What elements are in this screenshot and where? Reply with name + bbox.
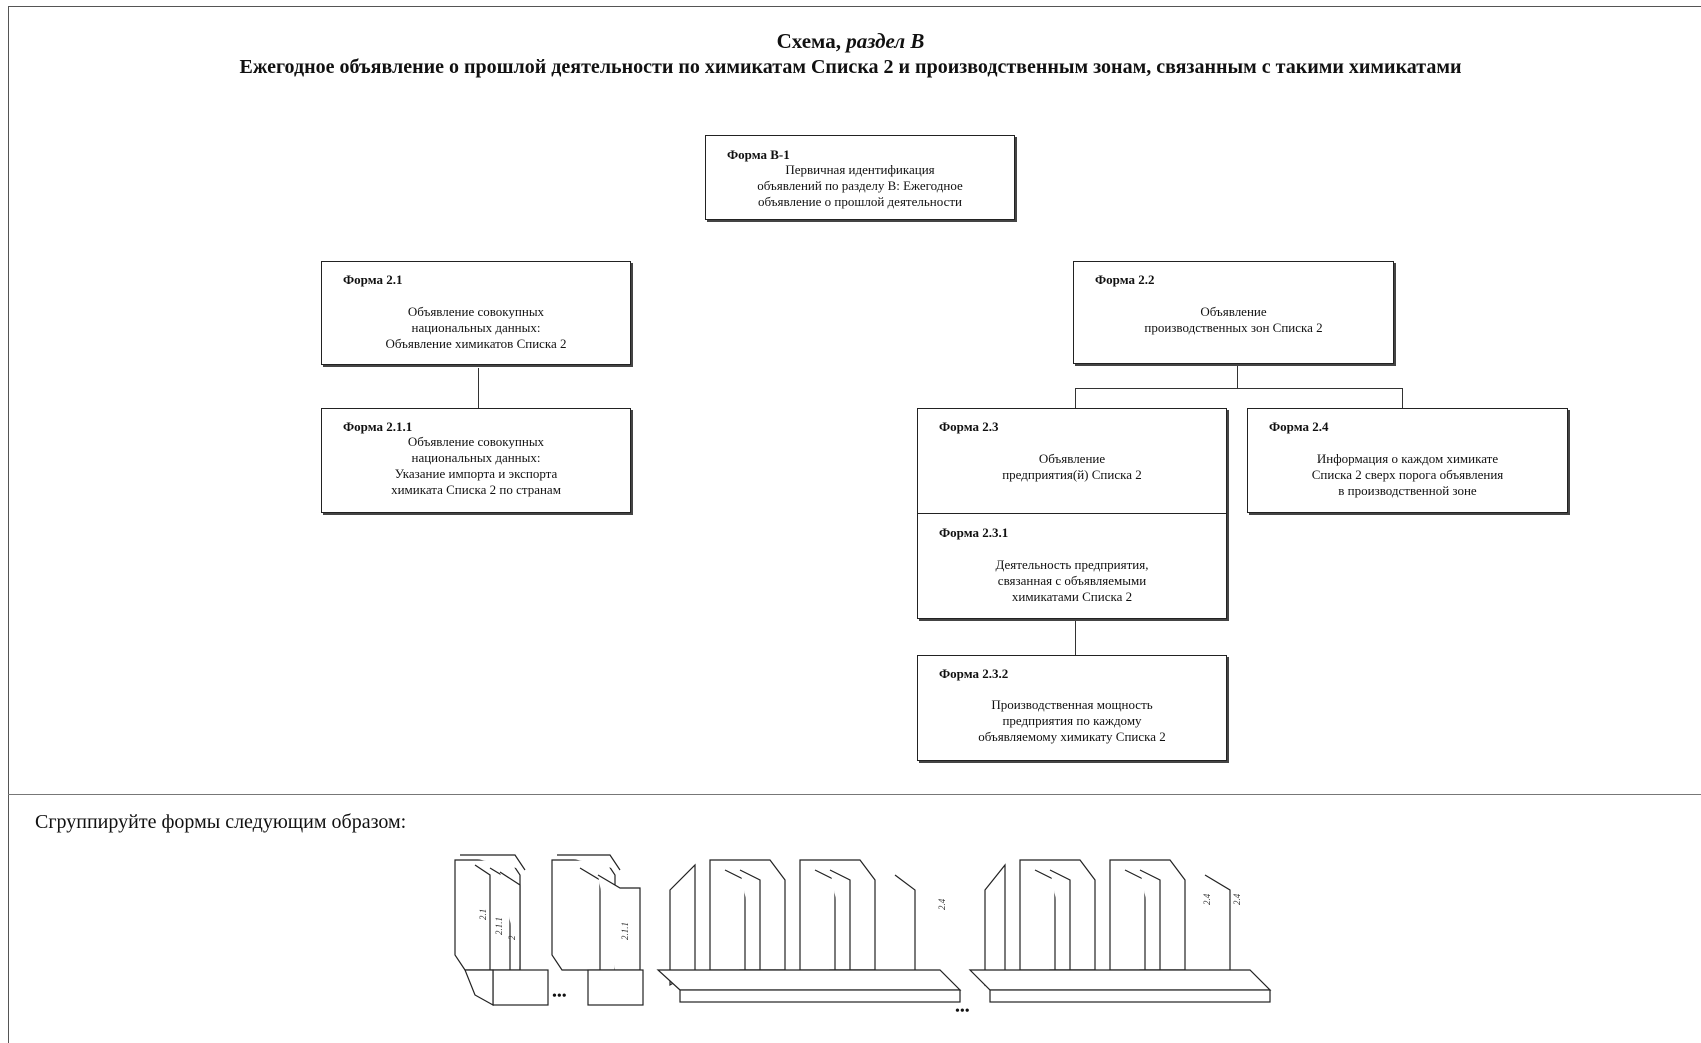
- connector-2-2-down: [1237, 366, 1238, 388]
- connector-2-2-branch: [1075, 388, 1403, 389]
- form-2-3-box: Форма 2.3 Объявление предприятия(й) Спис…: [917, 408, 1227, 514]
- form-id: Форма B-1: [727, 147, 790, 162]
- title-line-2: Ежегодное объявление о прошлой деятельно…: [239, 56, 1462, 78]
- form-b-1-box: Форма B-1 Первичная идентификация объявл…: [705, 135, 1015, 220]
- form-id: Форма 2.4: [1269, 419, 1329, 434]
- page-frame: [8, 6, 1701, 1043]
- folder-label: 2.4: [1202, 893, 1212, 905]
- connector-2-1-to-2-1-1: [478, 368, 479, 408]
- form-2-1-box: Форма 2.1 Объявление совокупных национал…: [321, 261, 631, 365]
- form-id: Форма 2.2: [1095, 272, 1155, 287]
- form-id: Форма 2.1: [343, 272, 403, 287]
- form-description: Информация о каждом химикате Списка 2 св…: [1311, 451, 1504, 498]
- form-description: Объявление совокупных национальных данны…: [385, 304, 567, 351]
- form-id: Форма 2.3: [939, 419, 999, 434]
- form-id: Форма 2.3.2: [939, 666, 1009, 681]
- form-description: Объявление совокупных национальных данны…: [391, 434, 561, 497]
- grouping-caption: Сгруппируйте формы следующим образом:: [35, 811, 407, 833]
- folder-label: 2.1: [478, 909, 488, 920]
- form-2-1-1-box: Форма 2.1.1 Объявление совокупных национ…: [321, 408, 631, 513]
- form-description: Объявление предприятия(й) Списка 2: [1002, 451, 1142, 482]
- connector-to-2-4: [1402, 388, 1403, 408]
- form-2-3-2-box: Форма 2.3.2 Производственная мощность пр…: [917, 655, 1227, 761]
- form-id: Форма 2.3.1: [939, 525, 1009, 540]
- form-2-4-box: Форма 2.4 Информация о каждом химикате С…: [1247, 408, 1568, 513]
- title-prefix: Схема,: [776, 29, 841, 53]
- folder-box-2: 2.1.1: [551, 854, 644, 1006]
- ellipsis: •••: [955, 1004, 970, 1019]
- folder-tray-1: 2.4: [656, 859, 962, 1003]
- form-description: Производственная мощность предприятия по…: [978, 697, 1166, 744]
- folder-grouping-illustration: 2.1 2.1.1 2 ••• 2.1.1 2.4 •••: [454, 854, 1272, 1019]
- folder-tray-2: 2.4 2.4: [968, 859, 1272, 1003]
- title-section: раздел B: [846, 29, 925, 53]
- ellipsis: •••: [552, 989, 567, 1004]
- folder-box-1: 2.1 2.1.1 2: [454, 854, 549, 1007]
- connector-2-3-1-to-2-3-2: [1075, 619, 1076, 655]
- diagram-title: Схема, раздел B Ежегодное объявление о п…: [0, 28, 1701, 80]
- title-line-1: Схема, раздел B: [0, 28, 1701, 54]
- form-description: Деятельность предприятия, связанная с об…: [995, 557, 1149, 604]
- form-2-3-1-box: Форма 2.3.1 Деятельность предприятия, св…: [917, 513, 1227, 619]
- folder-label: 2.1.1: [620, 922, 630, 940]
- folder-label: 2: [507, 935, 517, 940]
- folder-label: 2.4: [937, 898, 947, 910]
- form-2-2-box: Форма 2.2 Объявление производственных зо…: [1073, 261, 1394, 364]
- connector-to-2-3: [1075, 388, 1076, 408]
- form-description: Объявление производственных зон Списка 2: [1144, 304, 1323, 335]
- form-id: Форма 2.1.1: [343, 419, 413, 434]
- section-divider: [8, 794, 1701, 795]
- form-description: Первичная идентификация объявлений по ра…: [757, 162, 963, 209]
- folder-label: 2.4: [1232, 893, 1242, 905]
- folder-label: 2.1.1: [494, 917, 504, 935]
